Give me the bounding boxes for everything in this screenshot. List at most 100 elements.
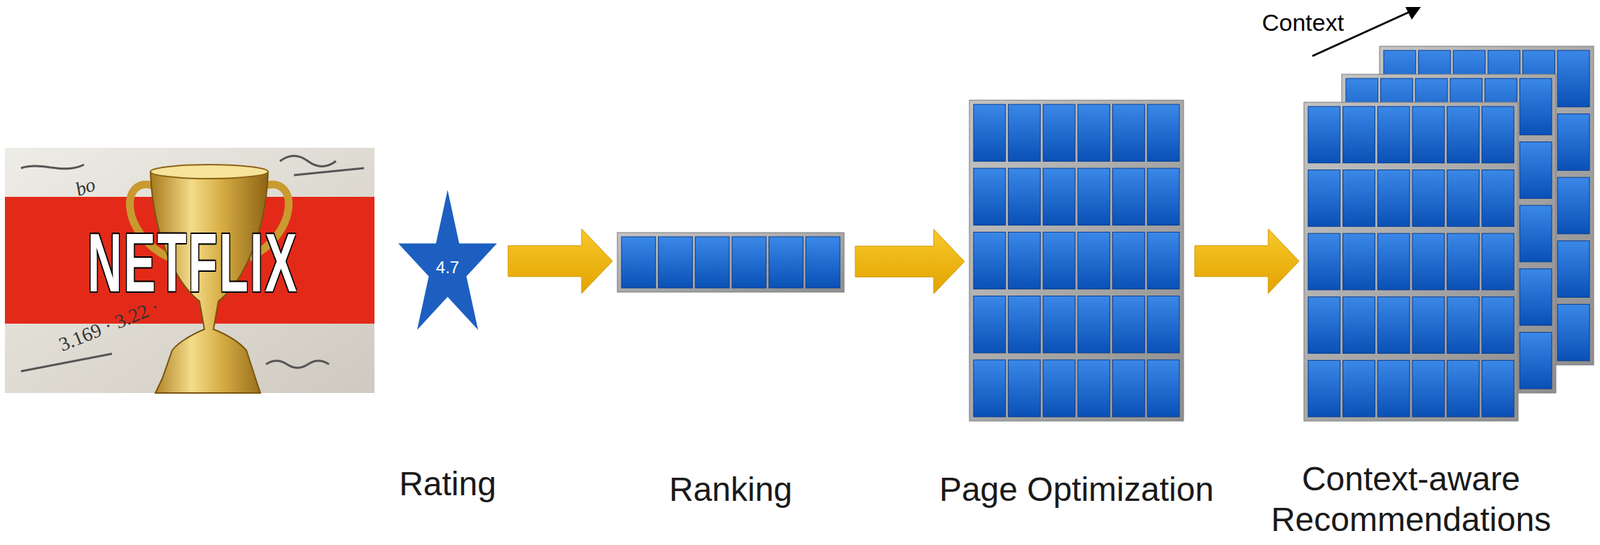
item-tile xyxy=(1412,296,1445,354)
item-tile xyxy=(1377,170,1410,227)
item-tile xyxy=(1447,233,1480,290)
item-tile xyxy=(1008,167,1041,225)
item-tile xyxy=(1112,104,1146,161)
item-tile xyxy=(1077,167,1111,225)
stage-caption: Ranking xyxy=(548,468,913,510)
item-tile xyxy=(1147,359,1180,417)
item-tile xyxy=(1343,359,1376,417)
panel-frame xyxy=(969,100,1184,421)
item-tile xyxy=(1519,268,1552,326)
tile-panel xyxy=(969,100,1184,421)
axis-label: Context xyxy=(1261,8,1344,37)
item-tile xyxy=(695,236,730,288)
item-tile xyxy=(1008,296,1041,353)
item-tile xyxy=(1519,205,1552,262)
item-tile xyxy=(1077,104,1111,161)
item-tile xyxy=(1377,359,1410,417)
tile-panel xyxy=(617,232,845,292)
star-shape xyxy=(398,189,497,330)
tile-box: Context-aware Recommendations xyxy=(1303,102,1519,421)
item-tile xyxy=(1557,303,1590,361)
item-tile xyxy=(1412,233,1445,290)
rating-value: 4.7 xyxy=(398,256,497,278)
tile-box: Ranking xyxy=(617,232,845,292)
item-tile xyxy=(1557,177,1590,234)
item-tile xyxy=(1112,167,1146,225)
tile-panel xyxy=(1341,74,1556,393)
tile-panel xyxy=(1303,102,1519,421)
item-tile xyxy=(1377,106,1410,164)
item-tile xyxy=(973,231,1006,289)
item-tile xyxy=(1147,167,1180,225)
item-tile xyxy=(805,236,840,288)
item-tile xyxy=(1147,231,1180,289)
item-tile xyxy=(1481,359,1514,417)
item-tile xyxy=(1412,170,1445,227)
brand-logo: NETFLIX xyxy=(87,221,291,304)
item-tile xyxy=(1308,106,1341,164)
netflix-picture xyxy=(4,147,375,393)
panel-frame xyxy=(1341,74,1556,393)
tile-box: Page Optimization xyxy=(969,100,1184,421)
item-tile xyxy=(1481,296,1514,354)
item-tile xyxy=(1308,233,1341,290)
item-tile xyxy=(1447,359,1480,417)
panel-frame xyxy=(617,232,845,292)
item-tile xyxy=(973,296,1006,353)
item-tile xyxy=(1481,233,1514,290)
item-tile xyxy=(1412,359,1445,417)
item-tile xyxy=(1343,106,1376,164)
item-tile xyxy=(1308,359,1341,417)
item-tile xyxy=(1042,296,1076,353)
item-tile xyxy=(1557,240,1590,298)
item-tile xyxy=(658,236,693,288)
node-shape xyxy=(1303,102,1519,421)
item-tile xyxy=(1077,296,1111,353)
item-tile xyxy=(1008,104,1041,161)
item-tile xyxy=(1519,331,1552,389)
stage-caption: Rating xyxy=(265,463,630,504)
item-tile xyxy=(1008,359,1041,417)
item-tile xyxy=(1412,106,1445,164)
flow-arrow xyxy=(855,228,965,294)
item-tile xyxy=(1077,231,1111,289)
item-tile xyxy=(973,104,1006,161)
item-tile xyxy=(1519,78,1552,136)
item-tile xyxy=(973,359,1006,417)
item-tile xyxy=(1042,359,1076,417)
item-tile xyxy=(1377,233,1410,290)
item-tile xyxy=(1008,231,1041,289)
item-tile xyxy=(621,236,656,288)
item-tile xyxy=(1042,167,1076,225)
flow-arrow xyxy=(508,228,613,294)
item-tile xyxy=(1481,170,1514,227)
item-tile xyxy=(1308,296,1341,354)
node-shape xyxy=(969,100,1184,421)
node-shape xyxy=(617,232,845,292)
item-tile xyxy=(1481,106,1514,164)
item-tile xyxy=(1447,106,1480,164)
item-tile xyxy=(1343,170,1376,227)
panel-frame xyxy=(1303,102,1519,421)
item-tile xyxy=(1077,359,1111,417)
item-tile xyxy=(1308,170,1341,227)
item-tile xyxy=(1042,104,1076,161)
item-tile xyxy=(1112,296,1146,353)
item-tile xyxy=(769,236,804,288)
item-tile xyxy=(1447,170,1480,227)
item-tile xyxy=(1147,296,1180,353)
item-tile xyxy=(1343,296,1376,354)
item-tile xyxy=(1447,296,1480,354)
item-tile xyxy=(1147,104,1180,161)
item-tile xyxy=(1377,296,1410,354)
item-tile xyxy=(1557,50,1590,108)
item-tile xyxy=(1519,142,1552,199)
stage-caption: Context-aware Recommendations xyxy=(1229,458,1594,539)
flow-arrow xyxy=(1194,228,1300,294)
item-tile xyxy=(1112,359,1146,417)
item-tile xyxy=(1343,233,1376,290)
item-tile xyxy=(1042,231,1076,289)
item-tile xyxy=(732,236,767,288)
item-tile xyxy=(1557,114,1590,171)
item-tile xyxy=(1112,231,1146,289)
